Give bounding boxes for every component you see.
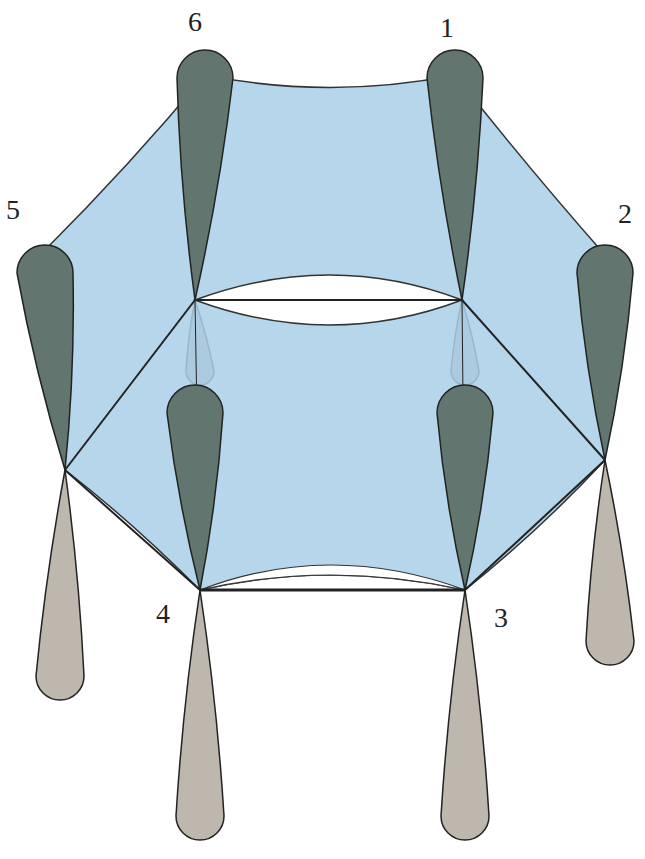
cloud-hole bbox=[195, 275, 462, 325]
atom-number: 3 bbox=[494, 604, 508, 632]
p-lobes-lower bbox=[36, 460, 634, 840]
atom-number: 1 bbox=[440, 14, 454, 42]
atom-number: 2 bbox=[618, 200, 632, 228]
p-lobes-upper bbox=[17, 50, 633, 590]
atom-number: 6 bbox=[188, 8, 202, 36]
atom-number: 5 bbox=[6, 196, 20, 224]
atom-number: 4 bbox=[156, 600, 170, 628]
pi-cloud bbox=[45, 75, 605, 590]
sigma-bonds bbox=[65, 300, 605, 590]
cloud-hole bbox=[200, 565, 465, 590]
